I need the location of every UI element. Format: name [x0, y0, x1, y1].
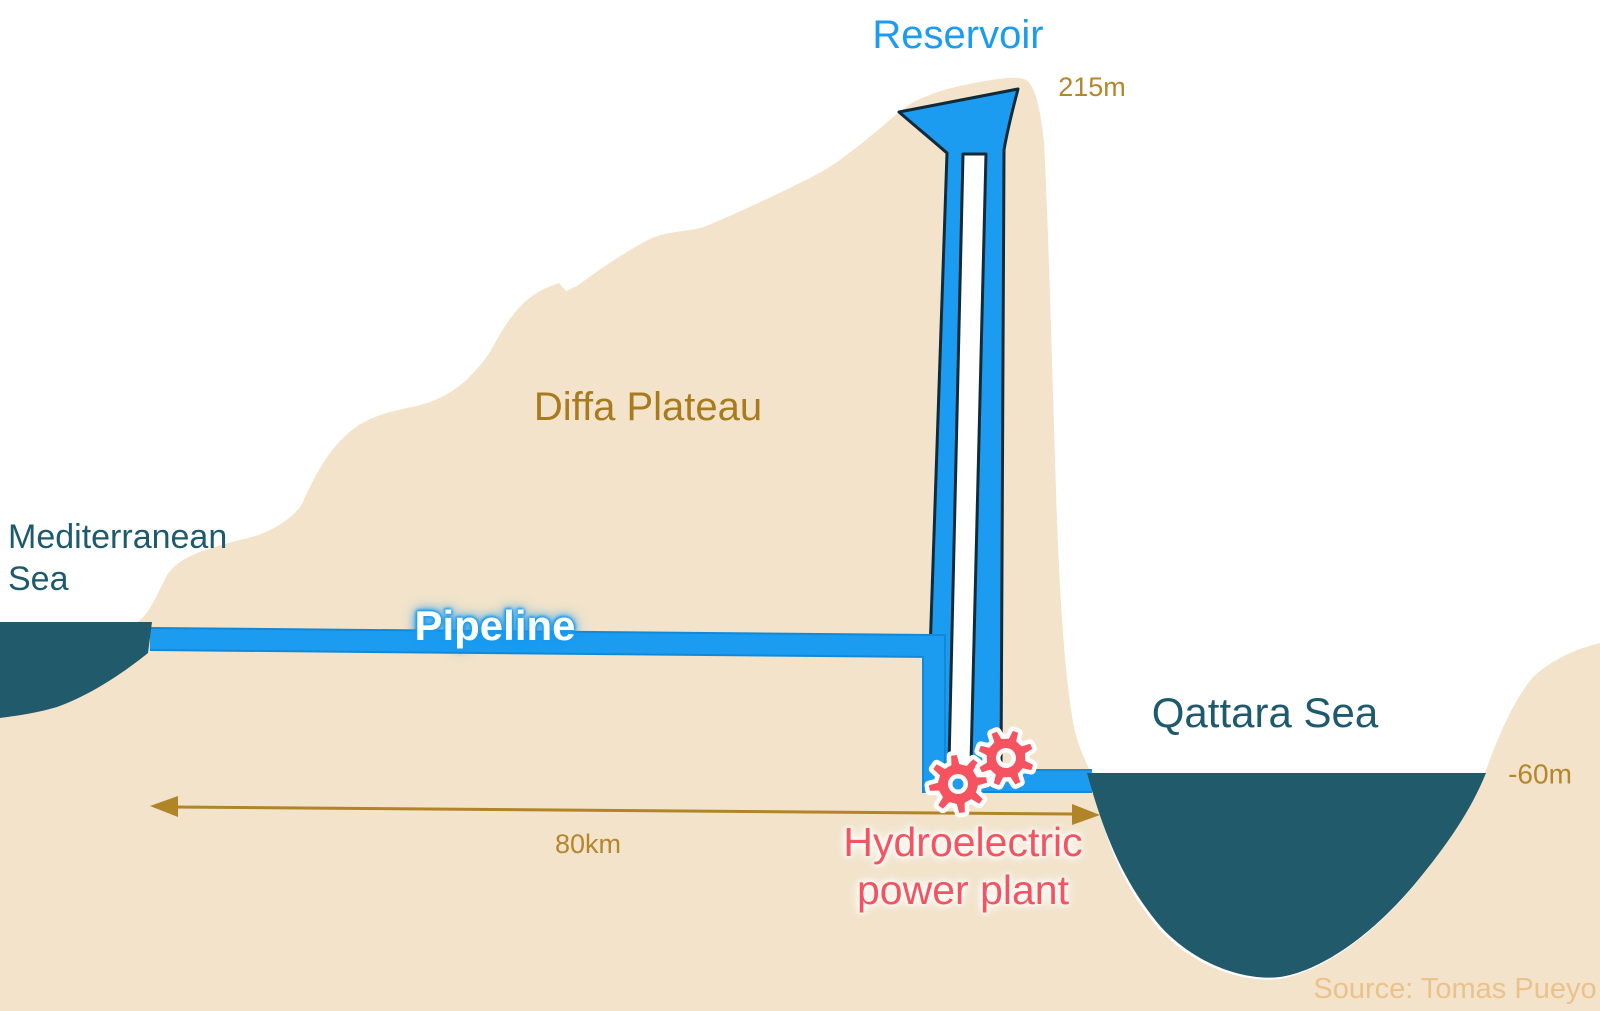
- pipeline-label: Pipeline: [414, 601, 576, 649]
- distance-label: 80km: [554, 829, 622, 860]
- power-plant-label: Hydroelectric power plant: [843, 818, 1082, 914]
- plateau-landmass: [0, 77, 1600, 1011]
- double-headed-arrow-icon: [150, 796, 1100, 825]
- power-plant-label-line2: power plant: [857, 867, 1069, 913]
- power-plant-label-line1: Hydroelectric: [843, 819, 1083, 865]
- gear-icon: [924, 750, 992, 818]
- mediterranean-sea-label: Mediterranean Sea: [8, 516, 227, 600]
- mediterranean-sea-label-line2: Sea: [8, 560, 69, 598]
- source-credit-label: Source: Tomas Pueyo: [1313, 973, 1597, 1006]
- gear-icon: [974, 726, 1038, 790]
- qattara-sea-label: Qattara Sea: [1151, 688, 1379, 736]
- qattara-sea-water: [1087, 773, 1486, 978]
- qattara-depth-label: -60m: [1508, 758, 1572, 790]
- reservoir-elevation-label: 215m: [1058, 72, 1126, 103]
- mediterranean-sea-label-line1: Mediterranean: [8, 518, 228, 556]
- mediterranean-sea-water: [0, 622, 152, 718]
- plateau-label: Diffa Plateau: [533, 385, 763, 429]
- reservoir-label: Reservoir: [872, 13, 1044, 57]
